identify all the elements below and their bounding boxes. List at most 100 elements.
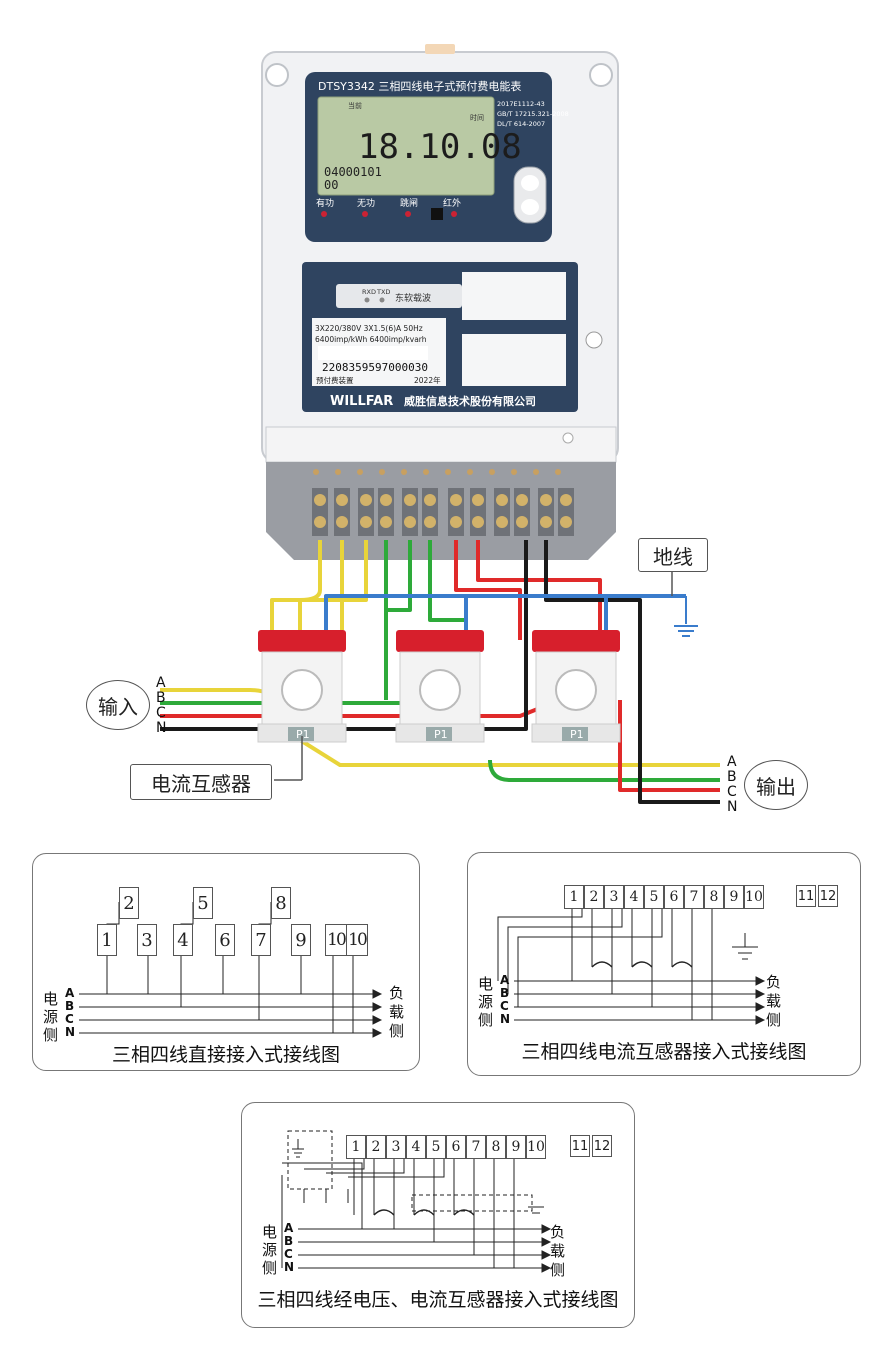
terminal-screw	[336, 494, 348, 506]
terminal-screw	[336, 516, 348, 528]
terminal-7: 7	[251, 924, 271, 956]
p1-phase-b: B	[65, 999, 75, 1013]
spec-line-1: 3X220/380V 3X1.5(6)A 50Hz	[315, 324, 423, 333]
panel-direct-connection: 2 5 8 1 3 4 6 7 9 10 10 电 源 侧 A B C N 负 …	[32, 853, 420, 1071]
terminal-box: 2	[584, 885, 604, 909]
p2-load-side-1: 负	[766, 973, 782, 991]
terminal-box: 1	[346, 1135, 366, 1159]
led-trip	[405, 211, 411, 217]
terminal-screw	[314, 494, 326, 506]
input-label: 输入	[86, 680, 150, 730]
indicator-label-reactive: 无功	[357, 198, 375, 209]
ct-label-text: 电流互感器	[151, 771, 251, 796]
p2-load-side-2: 载	[766, 992, 782, 1010]
terminal-screw	[450, 494, 462, 506]
lcd-main-value: 18.10.08	[358, 127, 522, 167]
ct-unit: P1	[395, 630, 485, 743]
p1-source-side-1: 电	[43, 990, 59, 1008]
terminal-2: 2	[119, 887, 139, 919]
terminal-screw	[360, 494, 372, 506]
p1-source-side-2: 源	[43, 1008, 59, 1026]
input-phase-n: N	[156, 720, 167, 736]
input-phase-b: B	[156, 690, 166, 706]
led-active	[321, 211, 327, 217]
terminal-screw	[404, 494, 416, 506]
terminal-box: 8	[486, 1135, 506, 1159]
terminal-3: 3	[137, 924, 157, 956]
terminal-screw	[450, 516, 462, 528]
terminal-box: 7	[466, 1135, 486, 1159]
company-name: 威胜信息技术股份有限公司	[404, 394, 536, 408]
wire	[298, 540, 368, 640]
rxd-label: RXD	[362, 288, 376, 296]
terminal-screw	[380, 516, 392, 528]
p2-source-side-1: 电	[478, 975, 494, 993]
year-label: 2022年	[414, 375, 441, 385]
output-phase-n: N	[727, 799, 738, 815]
terminal-box: 1	[564, 885, 584, 909]
terminal-box: 3	[386, 1135, 406, 1159]
p1-phase-a: A	[65, 986, 75, 1000]
infrared-port	[431, 208, 443, 220]
type-label: 预付费装置	[316, 375, 354, 385]
carrier-label: 东软载波	[395, 292, 431, 304]
ct-label: 电流互感器	[130, 764, 272, 800]
p2-phase-b: B	[500, 986, 510, 1000]
indicator-label-active: 有功	[316, 197, 334, 209]
p2-phase-c: C	[500, 999, 509, 1013]
terminal-screw	[540, 494, 552, 506]
input-phase-c: C	[156, 705, 166, 721]
output-phase-b: B	[727, 769, 737, 785]
terminal-screw	[472, 494, 484, 506]
terminal-box: 8	[704, 885, 724, 909]
ct-aperture	[555, 669, 597, 711]
terminal-box: 4	[624, 885, 644, 909]
p3-load-side-2: 载	[550, 1242, 566, 1260]
terminal-screw	[404, 516, 416, 528]
txd-label: TXD	[376, 288, 390, 296]
terminal-box: 9	[506, 1135, 526, 1159]
ct-aperture	[281, 669, 323, 711]
terminal-screw	[314, 516, 326, 528]
ground-label-text: 地线	[653, 544, 693, 569]
p2-phase-n: N	[500, 1012, 511, 1026]
panel-1-diagram	[79, 902, 383, 1038]
standard-2: GB/T 17215.321-2008	[497, 110, 569, 118]
terminal-9: 9	[291, 924, 311, 956]
current-transformers: P1 P1 P1	[257, 630, 621, 743]
led-reactive	[362, 211, 368, 217]
terminal-screw	[472, 516, 484, 528]
p3-source-side-1: 电	[262, 1223, 278, 1241]
terminal-screw	[496, 516, 508, 528]
p1-load-side-1: 负	[389, 984, 405, 1002]
panel-2-caption: 三相四线电流互感器接入式接线图	[521, 1041, 807, 1063]
p2-phase-a: A	[500, 973, 510, 987]
p2-source-side-2: 源	[478, 993, 494, 1011]
input-phase-a: A	[156, 675, 166, 691]
p2-terminal-12: 12	[818, 885, 838, 907]
terminal-box: 7	[684, 885, 704, 909]
output-label-text: 输出	[756, 774, 796, 799]
wire	[544, 540, 720, 804]
p3-terminal-11: 11	[570, 1135, 590, 1157]
terminal-1: 1	[97, 924, 117, 956]
ct-unit: P1	[257, 630, 347, 743]
terminal-box: 10	[744, 885, 764, 909]
p3-phase-a: A	[284, 1221, 294, 1235]
terminal-box: 2	[366, 1135, 386, 1159]
terminal-box: 9	[724, 885, 744, 909]
panel-3-caption: 三相四线经电压、电流互感器接入式接线图	[257, 1289, 619, 1311]
panel-1-caption: 三相四线直接接入式接线图	[111, 1044, 340, 1066]
ct-unit: P1	[531, 630, 621, 743]
terminal-screw	[424, 494, 436, 506]
p1-load-side-2: 载	[389, 1003, 405, 1021]
p1-load-side-3: 侧	[389, 1022, 405, 1040]
wire	[454, 540, 522, 640]
p2-load-side-3: 侧	[766, 1011, 782, 1029]
terminal-4: 4	[173, 924, 193, 956]
terminal-box: 6	[664, 885, 684, 909]
terminal-10a: 10	[325, 924, 347, 956]
p3-phase-b: B	[284, 1234, 294, 1248]
